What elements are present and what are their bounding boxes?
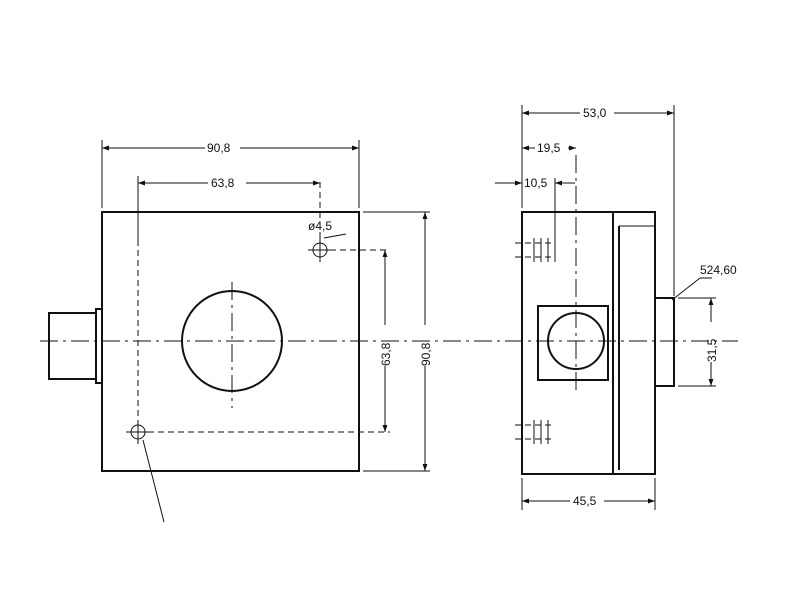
thread-leader [671, 277, 701, 301]
hole-diameter-label: ø4,5 [308, 219, 332, 233]
side-view-boss [537, 305, 609, 381]
front-view: 90,8 63,8 ø4,5 63,8 90,8 [48, 140, 433, 523]
side-depth-label: 53,0 [583, 106, 607, 120]
hole-diameter-leader [323, 233, 347, 239]
hole-spacing-vertical-label: 63,8 [379, 342, 393, 366]
thread-callout-label: 524,60 [700, 263, 737, 277]
side-view: 53,0 19,5 10,5 524,60 31,5 45,5 [495, 105, 737, 510]
depth-to-center-label: 19,5 [537, 141, 561, 155]
front-view-connector [48, 312, 97, 380]
shaft-diameter-label: 31,5 [705, 338, 719, 362]
side-view-body-outline [521, 211, 656, 475]
hidden-hole-bottom [515, 420, 555, 444]
hole-leader-line [142, 439, 165, 523]
hidden-hole-top [515, 238, 555, 262]
front-width-label: 90,8 [207, 141, 231, 155]
front-height-label: 90,8 [419, 342, 433, 366]
body-depth-label: 45,5 [573, 494, 597, 508]
hole-spacing-horizontal-label: 63,8 [211, 176, 235, 190]
depth-to-hole-label: 10,5 [524, 176, 548, 190]
side-view-shaft [655, 297, 675, 387]
